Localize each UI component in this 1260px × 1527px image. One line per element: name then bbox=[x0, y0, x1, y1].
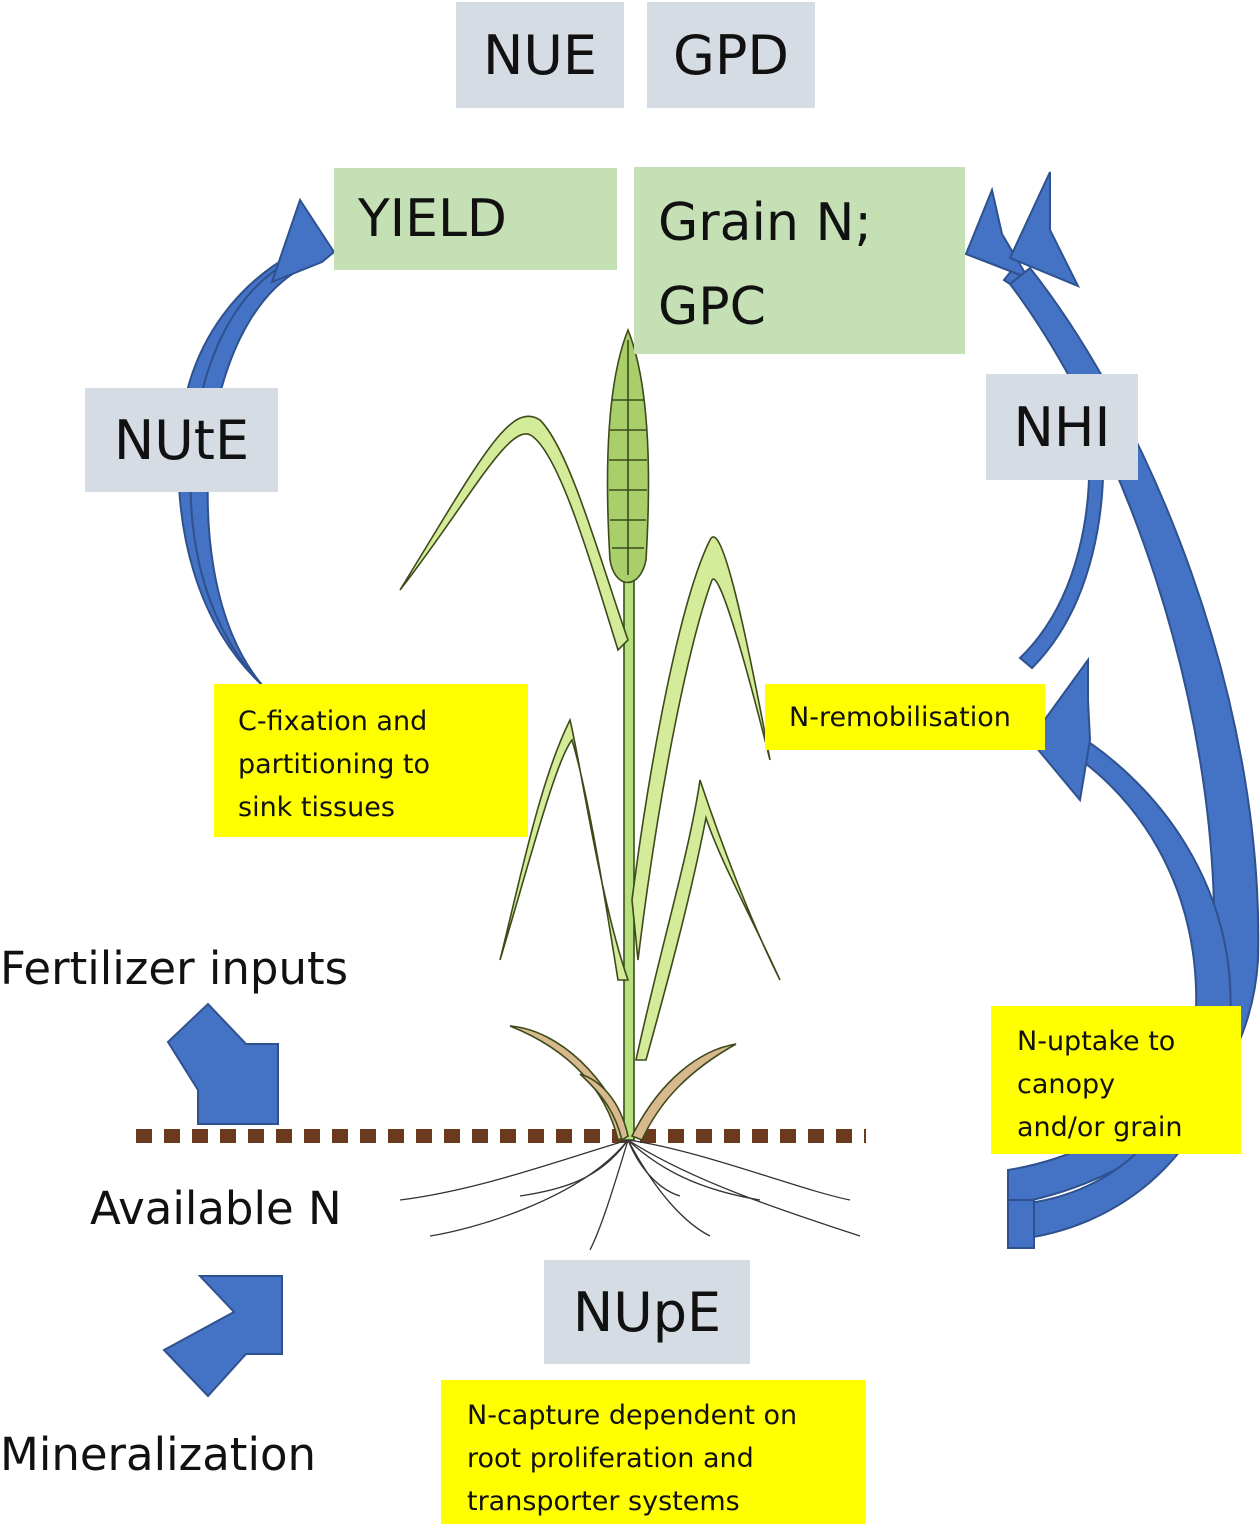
grain-n-box: Grain N; GPC bbox=[634, 167, 965, 354]
n-uptake-box: N-uptake to canopy and/or grain bbox=[991, 1006, 1241, 1154]
c-fixation-box: C-fixation and partitioning to sink tiss… bbox=[214, 684, 528, 837]
yield-box: YIELD bbox=[334, 168, 617, 270]
nue-box: NUE bbox=[456, 2, 624, 108]
mineralization-label: Mineralization bbox=[0, 1428, 317, 1481]
n-remobilisation-label: N-remobilisation bbox=[789, 701, 1011, 733]
gpd-box: GPD bbox=[647, 2, 815, 108]
nhi-box: NHI bbox=[986, 374, 1138, 480]
nute-box: NUtE bbox=[85, 388, 278, 492]
n-uptake-line: canopy bbox=[1017, 1069, 1116, 1100]
available-n-label: Available N bbox=[90, 1182, 342, 1235]
nupe-box: NUpE bbox=[544, 1260, 750, 1364]
n-remobilisation-box: N-remobilisation bbox=[765, 684, 1045, 750]
c-fixation-line: sink tissues bbox=[238, 792, 395, 823]
n-capture-line: root proliferation and bbox=[467, 1443, 754, 1474]
yield-label: YIELD bbox=[358, 189, 507, 249]
c-fixation-line: C-fixation and bbox=[238, 706, 428, 737]
n-capture-line: transporter systems bbox=[467, 1486, 740, 1517]
n-uptake-line: and/or grain bbox=[1017, 1112, 1183, 1143]
wheat-plant-icon bbox=[399, 327, 781, 1142]
roots-icon bbox=[399, 1139, 861, 1251]
fertilizer-block-arrow-icon bbox=[166, 1002, 279, 1125]
nute-curved-arrow-icon bbox=[177, 197, 336, 686]
mineralization-block-arrow-icon bbox=[162, 1275, 283, 1398]
n-capture-line: N-capture dependent on bbox=[467, 1400, 798, 1431]
fertilizer-inputs-label: Fertilizer inputs bbox=[0, 942, 349, 995]
c-fixation-line: partitioning to bbox=[238, 749, 431, 780]
gpc-label: GPC bbox=[658, 277, 766, 337]
n-capture-box: N-capture dependent on root proliferatio… bbox=[441, 1380, 866, 1524]
n-uptake-line: N-uptake to bbox=[1017, 1026, 1176, 1057]
grain-n-label: Grain N; bbox=[658, 193, 872, 253]
